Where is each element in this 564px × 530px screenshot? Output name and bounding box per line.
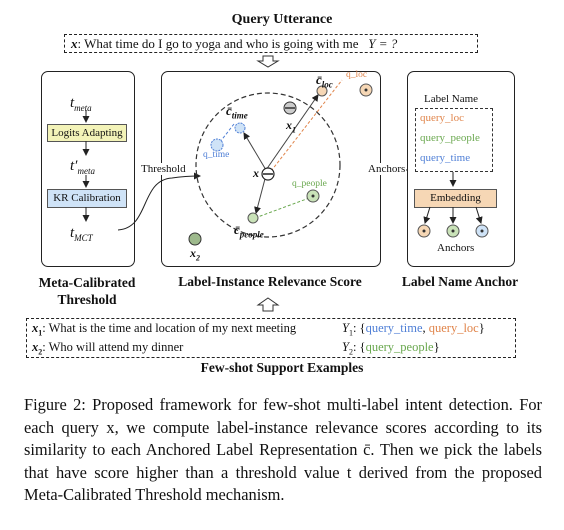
fewshot-y2-line: Y2: {query_people} [342, 340, 440, 357]
fewshot-x1-line: x1: What is the time and location of my … [32, 321, 297, 338]
label-query-people: query_people [420, 132, 480, 144]
anchors-caption: Anchors [437, 242, 475, 254]
query-text: : What time do I go to yoga and who is g… [77, 36, 359, 51]
loc-guide-line [267, 79, 343, 176]
fewshot-y1-line: Y1: {query_time, query_loc} [342, 321, 485, 338]
embedding-box: Embedding [414, 189, 497, 208]
label-name-anchor-title: Label Name Anchor [401, 274, 519, 289]
label-name-list-box [415, 108, 493, 172]
label-query-loc: query_loc [420, 112, 464, 124]
people-guide-line [254, 196, 313, 219]
c-loc-label: c̄loc [316, 72, 333, 90]
logits-adapting-box: Logits Adapting [47, 124, 127, 142]
q-people-label: q_people [292, 179, 327, 189]
relevance-score-title: Label-Instance Relevance Score [178, 274, 362, 289]
arrow-x-to-cpeople [254, 174, 267, 214]
q-loc-label: q_loc [346, 70, 368, 80]
c-people-point [247, 212, 259, 224]
time-guide-line [219, 123, 235, 143]
up-hollow-arrow [256, 297, 280, 312]
kr-calibration-box: KR Calibration [47, 189, 127, 208]
c-loc-point [316, 85, 328, 97]
x-label: x [253, 166, 259, 180]
figure-caption: Figure 2: Proposed framework for few-sho… [24, 395, 542, 504]
t-mct-label: tMCT [70, 225, 93, 243]
c-people-label: c̄people [234, 222, 264, 240]
t-meta-prime-label: t′meta [70, 158, 95, 176]
query-var: x [71, 36, 78, 51]
q-time-label: q_time [203, 150, 230, 160]
query-target: Y = ? [368, 36, 398, 51]
meta-threshold-panel [41, 71, 135, 267]
arrow-x-to-ctime [243, 132, 267, 171]
arrow-embedding-to-anchor-1 [423, 206, 431, 224]
threshold-circle [195, 92, 341, 238]
arrow-embedding-to-anchor-3 [475, 206, 483, 224]
fewshot-x2-line: x2: Who will attend my dinner [32, 340, 184, 357]
label-query-time: query_time [420, 152, 471, 164]
label-name-heading: Label Name [424, 93, 479, 105]
query-utterance-box: x: What time do I go to yoga and who is … [64, 34, 478, 53]
threshold-curve [117, 172, 201, 231]
x2-point [188, 232, 202, 246]
c-time-label: c̄time [226, 103, 248, 121]
c-time-point [234, 122, 246, 134]
query-utterance-title: Query Utterance [231, 12, 333, 27]
x1-label: x1 [286, 118, 296, 135]
x2-label: x2 [190, 246, 200, 263]
arrow-x-to-cloc [265, 94, 319, 171]
down-hollow-arrow [256, 55, 280, 68]
fewshot-title: Few-shot Support Examples [200, 360, 364, 375]
threshold-label: Threshold [140, 163, 187, 175]
anchors-arrow-label: Anchors [367, 163, 407, 175]
t-meta-label: tmeta [70, 95, 92, 113]
q-time-point [210, 138, 224, 152]
fewshot-box [26, 318, 516, 358]
